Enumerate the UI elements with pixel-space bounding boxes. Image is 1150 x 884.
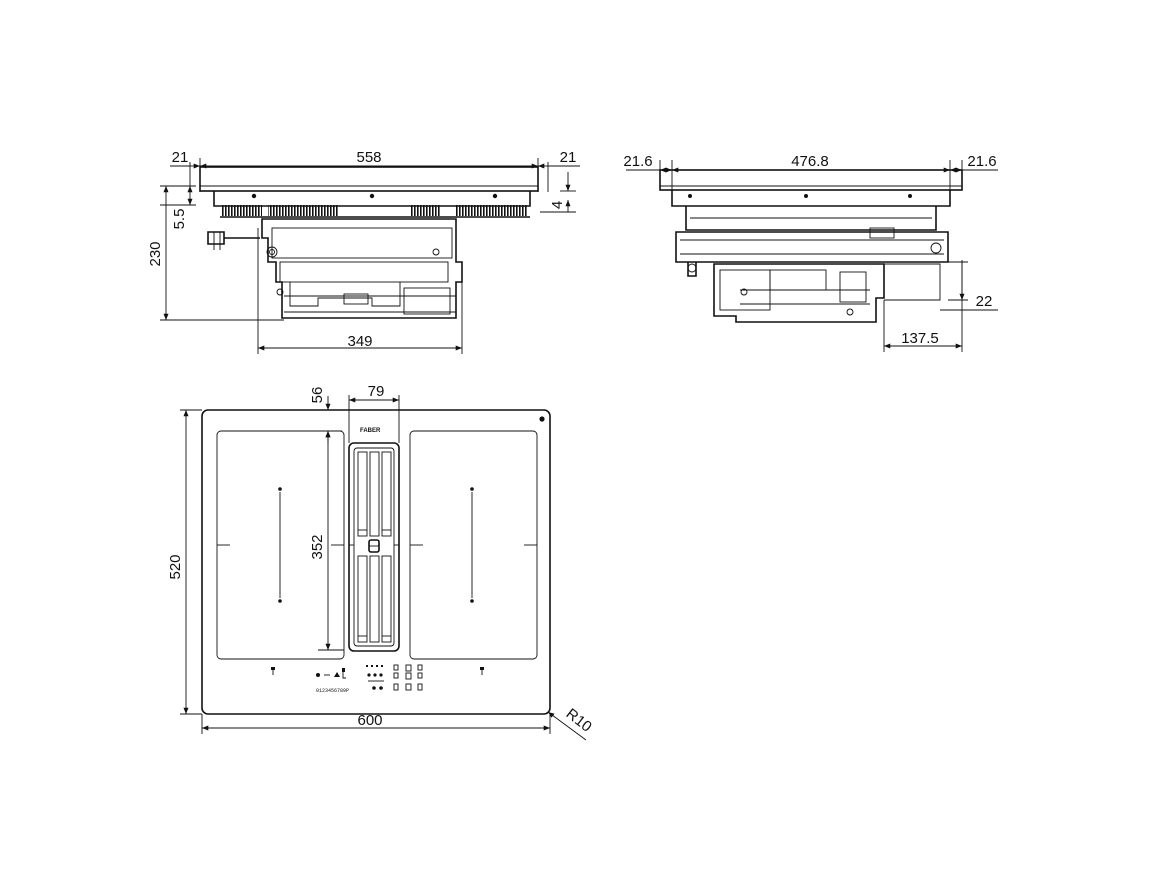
dim-plan-zone-length: 352: [309, 534, 326, 559]
vent-control-buttons[interactable]: [366, 665, 384, 690]
dim-side-right-overhang: 21.6: [967, 153, 996, 170]
control-panel: 0123456789P: [271, 664, 484, 694]
dim-front-glass-thickness: 4: [549, 201, 566, 209]
brand-logo-text: FABER: [360, 428, 381, 434]
left-zone-control-icon: [271, 667, 275, 675]
indicator-dot: [539, 416, 545, 422]
power-button-icon[interactable]: [316, 673, 320, 677]
dim-side-rear-depth: 137.5: [901, 330, 939, 347]
right-zone-control-icon: [480, 667, 484, 675]
dim-front-left-small: 5.5: [171, 209, 188, 230]
side-chassis: [675, 231, 949, 263]
induction-coil-right-2: [455, 205, 527, 216]
dim-plan-total-depth: 520: [167, 554, 184, 579]
dim-front-right-overhang: 21: [560, 149, 577, 166]
dim-plan-corner-radius: R10: [563, 705, 595, 735]
hob-outline: [201, 409, 551, 715]
front-elevation-view: 21 558 21 4 5.5 230 349: [147, 149, 580, 354]
dim-front-left-overhang: 21: [172, 149, 189, 166]
dim-front-top-width: 558: [356, 149, 381, 166]
front-motor-housing: [261, 218, 463, 319]
front-glass-top: [199, 166, 539, 192]
dim-plan-top-margin: 56: [309, 387, 326, 404]
plan-view: FABER 0123456789P: [167, 383, 595, 741]
side-elevation-view: 21.6 476.8 21.6 22 137.5: [623, 153, 998, 352]
lock-icon[interactable]: [334, 672, 340, 677]
power-plug: [207, 231, 225, 245]
side-motor-housing: [713, 263, 885, 323]
power-level-slider-digits[interactable]: 0123456789P: [316, 688, 349, 694]
dim-plan-total-width: 600: [357, 712, 382, 729]
downdraft-vent: [348, 442, 400, 652]
timer-display-icon[interactable]: [393, 664, 423, 691]
dim-side-top-width: 476.8: [791, 153, 829, 170]
induction-coil-left-2: [268, 205, 338, 216]
induction-coil-right: [410, 205, 440, 216]
dim-side-offset-bottom: 22: [976, 293, 993, 310]
dim-side-left-overhang: 21.6: [623, 153, 652, 170]
side-glass-top: [659, 169, 963, 191]
dim-front-total-height: 230: [147, 241, 164, 266]
cooking-zone-right: [409, 430, 538, 660]
corner-radius-leader: [547, 711, 587, 741]
induction-coil-left: [222, 205, 262, 216]
dim-front-body-width: 349: [347, 333, 372, 350]
dim-plan-vent-width: 79: [368, 383, 385, 400]
